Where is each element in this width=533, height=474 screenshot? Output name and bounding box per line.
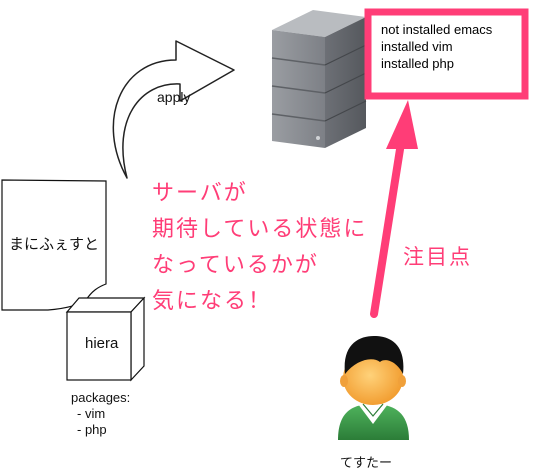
question-line: サーバが <box>152 181 248 206</box>
question-line: なっているかが <box>152 253 319 278</box>
status-line: not installed emacs <box>381 22 493 37</box>
status-line: installed vim <box>381 39 453 54</box>
apply-arrow <box>112 40 235 179</box>
question-line: 期待している状態に <box>152 217 368 242</box>
person-icon <box>338 336 409 440</box>
package-item: - php <box>77 422 107 437</box>
status-box <box>364 8 529 100</box>
package-item: - vim <box>77 406 106 421</box>
focus-label: 注目点 <box>403 245 472 269</box>
question-line: 気になる！ <box>152 289 273 314</box>
user-label: てすたー <box>340 456 393 471</box>
hiera-cube <box>65 296 146 382</box>
question-text: サーバが 期待している状態に なっているかが 気になる！ <box>152 176 367 320</box>
server-icon <box>271 10 367 148</box>
packages-list: packages: - vim - php <box>71 390 130 438</box>
apply-label: apply <box>157 89 191 105</box>
manifest-label: まにふぇすと <box>9 235 100 253</box>
focus-arrow <box>370 100 418 318</box>
status-line: installed php <box>381 56 454 71</box>
packages-title: packages: <box>71 390 131 405</box>
status-box-text: not installed emacs installed vim instal… <box>381 21 492 72</box>
hiera-label: hiera <box>85 335 119 352</box>
